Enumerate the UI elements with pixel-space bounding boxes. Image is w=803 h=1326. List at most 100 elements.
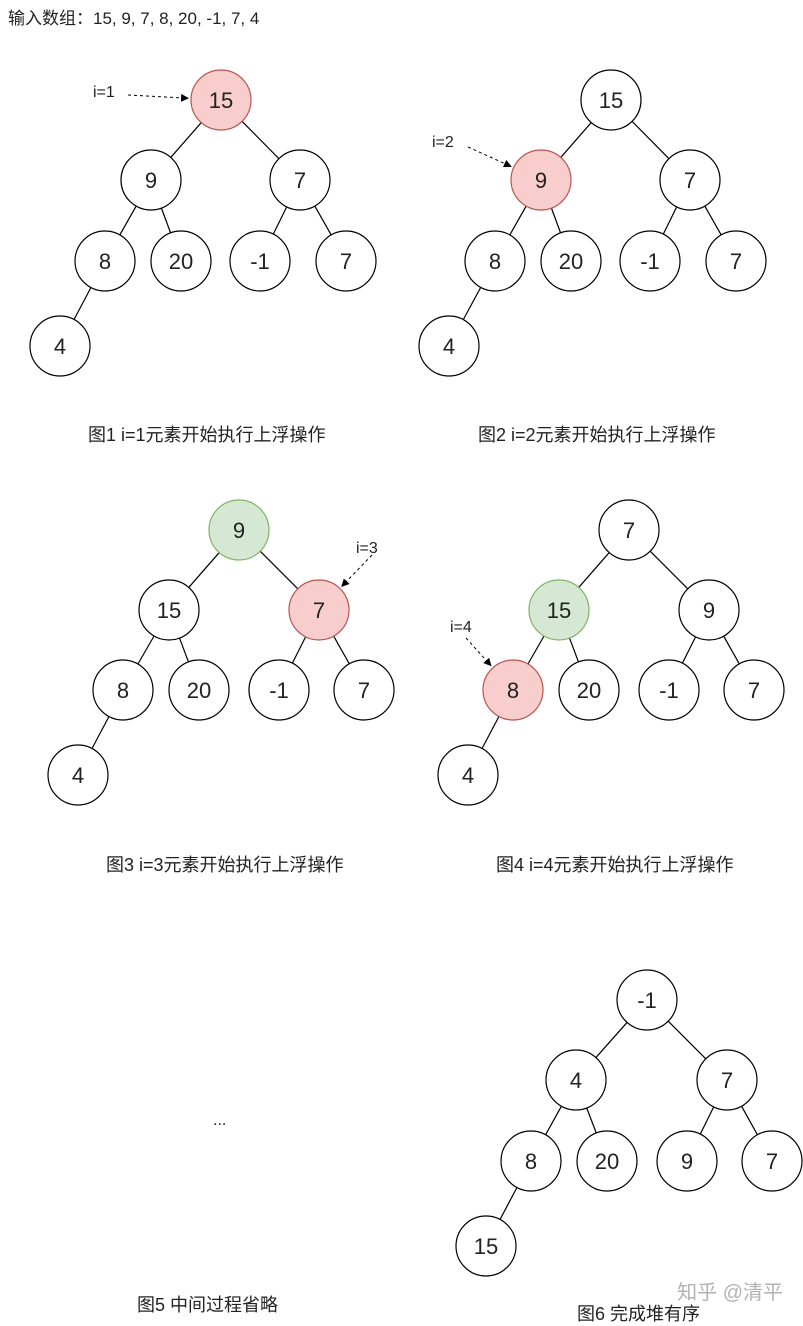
heap-node bbox=[500, 1130, 562, 1192]
index-pointer-label: i=3 bbox=[356, 540, 378, 557]
heap-node-value: 15 bbox=[157, 598, 181, 623]
heap-node-value: 9 bbox=[681, 1149, 693, 1174]
heap-node bbox=[418, 315, 480, 377]
tree-edge bbox=[741, 1105, 758, 1136]
caption-fig6: 图6 完成堆有序 bbox=[577, 1304, 701, 1324]
heap-node-value: 7 bbox=[623, 518, 635, 543]
heap-node-value: 20 bbox=[595, 1149, 619, 1174]
heap-node bbox=[168, 659, 230, 721]
heap-node-value: 20 bbox=[577, 678, 601, 703]
heap-node-value: 4 bbox=[443, 334, 455, 359]
heap-node-value: 20 bbox=[559, 249, 583, 274]
caption-fig5: 图5 中间过程省略 bbox=[137, 1295, 279, 1315]
ellipsis-fig5: ... bbox=[213, 1112, 227, 1129]
heap-node-value: -1 bbox=[269, 678, 289, 703]
heap-node bbox=[528, 579, 590, 641]
heap-node bbox=[47, 744, 109, 806]
heap-node bbox=[248, 659, 310, 721]
caption-fig4: 图4 i=4元素开始执行上浮操作 bbox=[496, 855, 734, 875]
heap-node bbox=[437, 744, 499, 806]
heap-node bbox=[705, 230, 767, 292]
tree-edge bbox=[723, 635, 740, 665]
heap-node-value: 7 bbox=[684, 168, 696, 193]
tree-edge bbox=[462, 287, 482, 320]
heap-node-value: 7 bbox=[721, 1068, 733, 1093]
heap-node bbox=[229, 230, 291, 292]
heap-node bbox=[696, 1049, 758, 1111]
tree-edge bbox=[667, 1020, 707, 1060]
tree-edge bbox=[91, 716, 110, 749]
heap-node bbox=[540, 230, 602, 292]
heap-node bbox=[92, 659, 154, 721]
tree-edge bbox=[568, 637, 580, 663]
index-pointer-arrow bbox=[341, 554, 373, 587]
heap-node bbox=[598, 499, 660, 561]
heap-node-value: 4 bbox=[462, 763, 474, 788]
heap-node bbox=[638, 659, 700, 721]
tree-edge bbox=[560, 122, 592, 158]
tree-edge bbox=[649, 550, 689, 590]
tree-edge bbox=[499, 1187, 518, 1220]
tree-edge bbox=[241, 120, 280, 160]
tree-edge bbox=[272, 206, 288, 235]
tree-edge bbox=[333, 635, 350, 665]
caption-fig1: 图1 i=1元素开始执行上浮操作 bbox=[88, 425, 326, 445]
heap-node-value: 9 bbox=[535, 168, 547, 193]
tree-edge bbox=[160, 207, 172, 234]
heap-node-value: 7 bbox=[313, 598, 325, 623]
tree-fig6: -1 4 7 8 20 9 7 15 bbox=[455, 969, 803, 1277]
heap-node bbox=[659, 149, 721, 211]
heap-node bbox=[455, 1215, 517, 1277]
heap-node bbox=[482, 659, 544, 721]
heap-node bbox=[74, 230, 136, 292]
heap-node-value: 8 bbox=[525, 1149, 537, 1174]
tree-edge bbox=[188, 552, 220, 588]
heap-node-value: -1 bbox=[637, 988, 657, 1013]
heap-node bbox=[120, 149, 182, 211]
heap-node bbox=[333, 659, 395, 721]
heap-node bbox=[616, 969, 678, 1031]
tree-edge bbox=[170, 122, 202, 158]
heap-node bbox=[656, 1130, 718, 1192]
tree-edge bbox=[314, 205, 332, 236]
tree-edge bbox=[704, 205, 722, 236]
tree-edge bbox=[578, 552, 610, 588]
heap-node bbox=[464, 230, 526, 292]
tree-edge bbox=[631, 120, 670, 160]
heap-node-value: 8 bbox=[99, 249, 111, 274]
tree-edge bbox=[527, 635, 545, 665]
heap-node bbox=[138, 579, 200, 641]
heap-node-value: 15 bbox=[547, 598, 571, 623]
heap-node bbox=[558, 659, 620, 721]
heap-node bbox=[741, 1130, 803, 1192]
index-pointer-label: i=1 bbox=[93, 84, 115, 101]
tree-edge bbox=[119, 205, 137, 236]
heap-node-value: 4 bbox=[570, 1068, 582, 1093]
tree-edge bbox=[595, 1022, 628, 1058]
heap-node-value: 7 bbox=[766, 1149, 778, 1174]
index-pointer-arrow bbox=[127, 93, 190, 102]
index-pointer-arrow bbox=[467, 146, 512, 168]
heap-node-value: 15 bbox=[599, 88, 623, 113]
caption-fig2: 图2 i=2元素开始执行上浮操作 bbox=[478, 425, 716, 445]
heap-node bbox=[580, 69, 642, 131]
index-pointer-label: i=2 bbox=[432, 134, 454, 151]
index-pointer-label: i=4 bbox=[450, 619, 472, 636]
tree-edge bbox=[699, 1106, 715, 1135]
heap-node bbox=[269, 149, 331, 211]
tree-edge bbox=[586, 1107, 597, 1134]
heap-node-value: 8 bbox=[507, 678, 519, 703]
heap-node bbox=[619, 230, 681, 292]
heap-node-value: 7 bbox=[730, 249, 742, 274]
heap-node-value: 20 bbox=[187, 678, 211, 703]
heap-node bbox=[29, 315, 91, 377]
heap-node-value: 4 bbox=[72, 763, 84, 788]
heap-node-value: 15 bbox=[209, 88, 233, 113]
heap-node-value: 15 bbox=[474, 1234, 498, 1259]
heap-node bbox=[576, 1130, 638, 1192]
heap-node-value: -1 bbox=[640, 249, 660, 274]
tree-edge bbox=[550, 207, 562, 234]
heap-node bbox=[678, 579, 740, 641]
